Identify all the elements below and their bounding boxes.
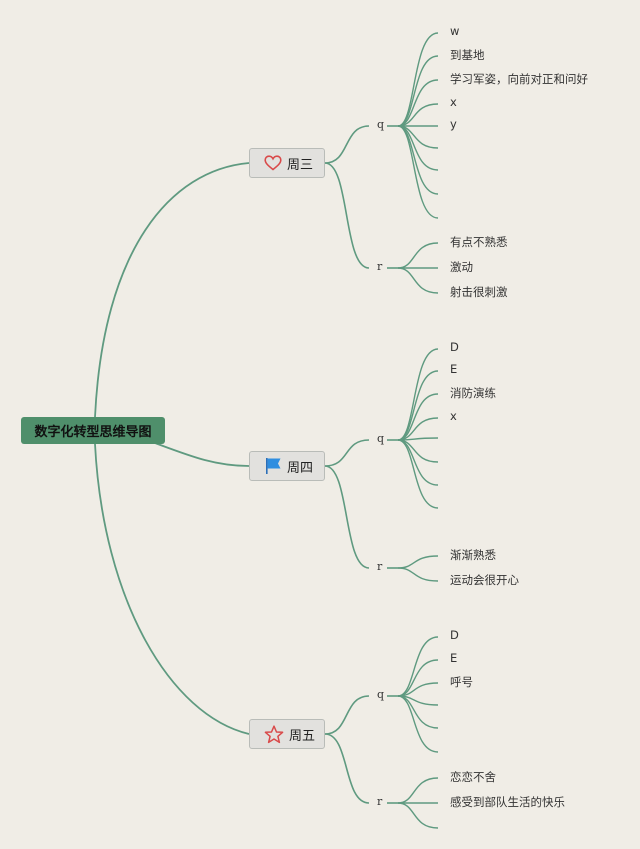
connector-q (324, 439, 370, 467)
leaf-connector (397, 777, 439, 804)
connector-q (324, 125, 370, 164)
leaf-q[interactable]: x (450, 409, 457, 423)
leaf-q[interactable]: y (450, 117, 457, 131)
leaf-r[interactable]: 恋恋不舍 (450, 770, 496, 784)
branch-r-label[interactable]: r (377, 795, 383, 808)
leaf-q[interactable]: 呼号 (450, 675, 473, 689)
day-label: 周三 (287, 157, 314, 173)
leaf-connector (397, 695, 439, 753)
leaf-r[interactable]: 有点不熟悉 (450, 235, 508, 249)
root-node[interactable]: 数字化转型思维导图 (21, 417, 165, 444)
leaf-connector (397, 55, 439, 127)
day-node-friday[interactable]: 周五 (249, 719, 325, 749)
connector-q (324, 695, 370, 735)
star-icon (264, 724, 284, 743)
leaf-connector (397, 567, 439, 582)
leaf-q[interactable]: 学习军姿，向前对正和问好 (450, 72, 588, 86)
leaf-connector (397, 659, 439, 697)
root-title: 数字化转型思维导图 (34, 425, 152, 440)
branch-r-label[interactable]: r (377, 560, 383, 573)
leaf-connector (397, 79, 439, 127)
day-label: 周四 (287, 460, 314, 476)
leaf-r[interactable]: 感受到部队生活的快乐 (450, 795, 565, 809)
leaf-q[interactable]: 到基地 (450, 48, 485, 62)
leaf-connector (397, 125, 439, 219)
leaf-q[interactable]: D (450, 628, 459, 642)
branch-q-label[interactable]: q (377, 432, 385, 445)
leaf-r[interactable]: 激动 (450, 260, 473, 274)
leaf-connector (397, 439, 439, 486)
leaf-r[interactable]: 渐渐熟悉 (450, 548, 496, 562)
leaf-connector (397, 393, 439, 441)
leaf-connector (397, 32, 439, 127)
leaf-connector (397, 370, 439, 441)
leaf-r[interactable]: 射击很刺激 (450, 285, 508, 299)
branch-r-label[interactable]: r (377, 260, 383, 273)
branch-q-label[interactable]: q (377, 118, 385, 131)
day-label: 周五 (289, 728, 316, 744)
leaf-q[interactable]: E (450, 651, 458, 665)
leaf-connector (397, 636, 439, 697)
leaf-connector (397, 439, 439, 509)
leaf-q[interactable]: x (450, 95, 457, 109)
connector-r (324, 162, 370, 269)
connector-root-wednesday (94, 162, 250, 418)
leaf-q[interactable]: w (450, 24, 460, 38)
leaf-q[interactable]: D (450, 340, 459, 354)
leaf-connector (397, 695, 439, 729)
leaf-connector (397, 267, 439, 294)
flag-icon (266, 458, 281, 474)
leaf-q[interactable]: E (450, 362, 458, 376)
heart-icon (264, 155, 282, 171)
leaf-connector (397, 555, 439, 569)
connector-r (324, 465, 370, 569)
connector-root-friday (94, 443, 250, 735)
day-node-wednesday[interactable]: 周三 (249, 148, 325, 178)
day-node-thursday[interactable]: 周四 (249, 451, 325, 481)
leaf-connector (397, 348, 439, 441)
connector-r (324, 733, 370, 804)
leaf-q[interactable]: 消防演练 (450, 386, 496, 400)
branch-q-label[interactable]: q (377, 688, 385, 701)
leaf-connector (397, 802, 439, 829)
leaf-connector (397, 242, 439, 269)
connector-root-thursday (154, 442, 250, 467)
leaf-r[interactable]: 运动会很开心 (450, 573, 519, 587)
